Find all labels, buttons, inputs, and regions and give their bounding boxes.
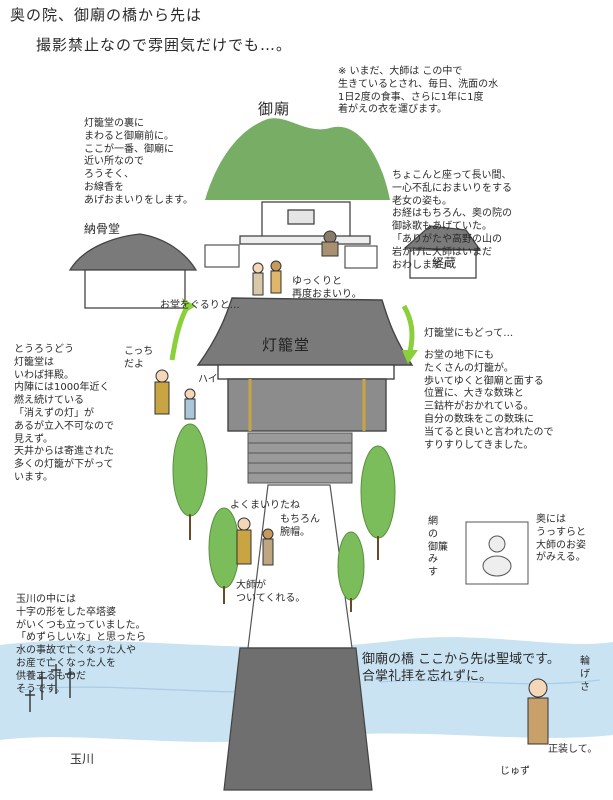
- steps: [247, 432, 353, 484]
- note-juzu: じゅず: [500, 766, 530, 777]
- label-tamagawa: 玉川: [70, 752, 95, 766]
- note-again: ゆっくりと 再度おまいり。: [292, 276, 362, 300]
- gobyo-bridge: [223, 647, 373, 791]
- note-hai: ハイ: [198, 374, 218, 385]
- label-noukotsudo: 納骨堂: [84, 222, 121, 236]
- note-wagesa: 輪 げ さ: [580, 656, 590, 693]
- sotoba-posts: [25, 664, 75, 712]
- note-daishi-follow: 大師が ついてくれる。: [236, 580, 306, 604]
- header-line-1: 奥の院、御廟の橋から先は: [10, 6, 203, 24]
- label-torodo: 灯籠堂: [262, 336, 311, 354]
- note-ami: 網 の 御簾 み す: [428, 516, 448, 579]
- note-kocchi: こっち だよ: [124, 346, 154, 370]
- note-okunaka: 奥には うっすらと 大師のお姿 がみえる。: [536, 514, 586, 564]
- gobyo-hall: [239, 201, 371, 245]
- note-bridge: 御廟の橋 ここから先は聖域です。 合掌礼拝を忘れずに。: [362, 652, 560, 684]
- inner-sanctum: [465, 521, 529, 585]
- note-around: お堂をぐるりと…: [160, 300, 240, 311]
- noukotsudo-building: [68, 233, 198, 309]
- leaf-arrow-icon: [169, 303, 191, 361]
- kyozo-building: [403, 225, 482, 279]
- note-sotoba: 玉川の中には 十字の形をした卒塔婆 がいくつも立っていました。 「めずらしいな」…: [16, 594, 146, 695]
- note-daishi: ※ いまだ、大師は この中で 生きているとされ、毎日、洗面の水 1日2度の食事、…: [338, 66, 499, 116]
- note-mochiron: もちろん 腕帽。: [280, 514, 320, 538]
- note-torodo-back: 灯籠堂の裏に まわると御廟前に。 ここが一番、御廟に 近い所なので ろうそく、 …: [84, 118, 193, 206]
- label-gobyo: 御廟: [258, 100, 291, 118]
- trees: [172, 423, 396, 601]
- note-back-to-torodo: 灯籠堂にもどって…: [424, 328, 514, 339]
- note-old-woman: ちょこんと座って長い間、 一心不乱におまいりをする 老女の姿も。 お経はもちろん…: [392, 170, 512, 271]
- torodo-building: [196, 297, 414, 432]
- header-line-2: 撮影禁止なので雰囲気だけでも…。: [36, 36, 293, 54]
- figures: [154, 230, 549, 745]
- label-kyozo: 経蔵: [432, 256, 457, 270]
- note-torodo-info: とうろうどう 灯籠堂は いわば拝殿。 内陣には1000年近く 燃え続けている 「…: [14, 344, 114, 483]
- note-seiso: 正装して。: [548, 744, 598, 755]
- note-yoku-mairi: よくまいりたね: [230, 500, 300, 511]
- note-basement: お堂の地下にも たくさんの灯籠が。 歩いてゆくと御廟と面する 位置に、大きな数珠…: [424, 350, 554, 451]
- leaf-arrow-icon: [401, 304, 415, 353]
- gobyo-mountain: [205, 118, 390, 200]
